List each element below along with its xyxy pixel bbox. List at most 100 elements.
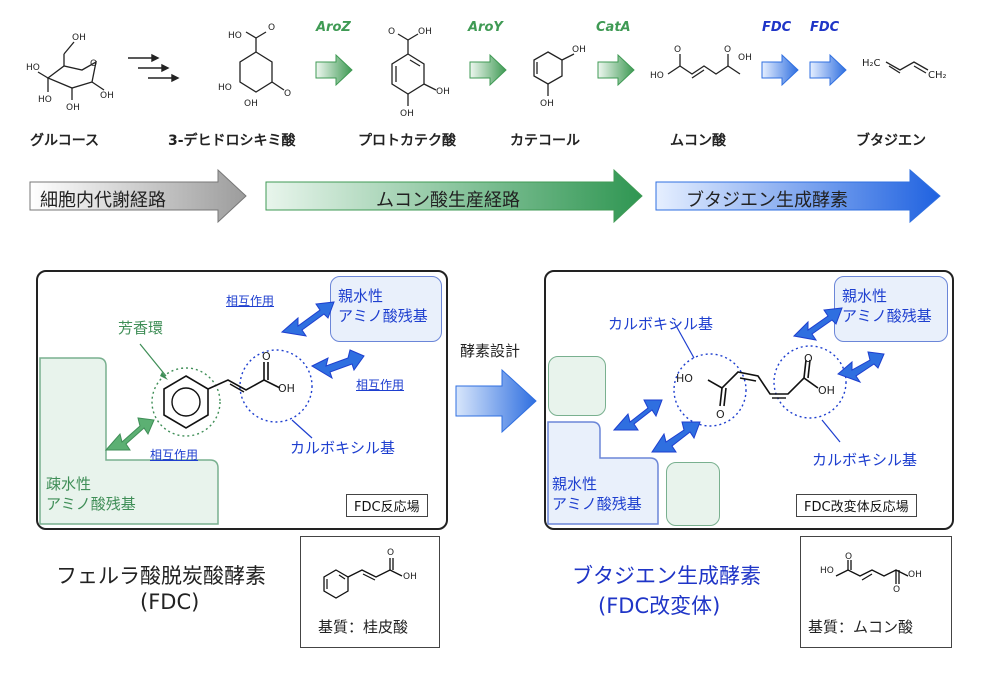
carboxyl-label-right-bottom: カルボキシル基 [812,451,918,469]
hydrophobic-residue-shape [39,357,219,525]
right-green-box-top [548,356,606,416]
muc-o-label: O [674,45,681,55]
cinnamate-oh-label: OH [278,382,295,395]
banner-arrow-metabolic [29,168,247,224]
banner-arrow-muconate [265,168,643,224]
catechol-oh-label-2: OH [540,99,554,109]
carboxyl-label-left: カルボキシル基 [290,439,396,457]
compound-glucose: グルコース [30,133,100,149]
right-hydrophilic-shape [547,421,659,525]
dhs-o-label-2: O [284,89,291,99]
banner-arrow-butadiene [655,168,941,224]
muconate-substrate-structure [835,560,909,584]
design-arrow [455,368,537,434]
enzyme-aroz: AroZ [316,20,351,35]
interaction-label-bottom: 相互作用 [150,448,199,462]
hydrophilic-label-right-1: 親水性 [842,287,888,305]
fdc-site-label: FDC反応場 [346,494,428,517]
hydrophilic-residue-box-right [834,276,948,342]
muconate-o-label-1: O [716,408,725,421]
dhs-ho-label: HO [228,31,242,41]
glucose-oh-label-2: OH [66,103,80,113]
pca-o-label: O [388,27,395,37]
cinnamate-o-label: O [262,350,271,363]
cinnamate-substrate-o: O [387,548,395,558]
glucose-oh-label-3: OH [100,91,114,101]
muconate-substrate-o-1: O [845,552,853,562]
hydrophilic-label-right-bottom-1: 親水性 [552,475,598,493]
fdc-title: フェルラ酸脱炭酸酵素 [56,564,266,588]
muconate-substrate-oh: OH [908,570,922,580]
muconate-substrate-box [800,536,952,648]
cinnamate-substrate-oh: OH [403,572,417,582]
butadiene-ch2-label: CH₂ [928,70,947,81]
design-label: 酵素設計 [460,342,521,360]
muconate-substrate-o-2: O [893,585,901,595]
glucose-o-label: O [90,59,97,69]
enzyme-aroy: AroY [468,20,503,35]
muc-ho-label: HO [650,71,664,81]
right-green-box-bottom [666,462,720,526]
glucose-structure [37,41,105,100]
enzyme-cata: CatA [596,20,631,35]
muconate-o-label-2: O [804,352,813,365]
pathway-structures: OH HO HO OH OH O HO O HO OH O O OH OH OH [26,23,947,119]
carboxyl-label-right-top: カルボキシル基 [608,315,714,333]
interaction-label-mid: 相互作用 [356,378,405,392]
compound-muconate: ムコン酸 [670,133,726,149]
compound-butadiene: ブタジエン [856,133,926,149]
enzyme-fdc-2: FDC [810,20,840,35]
interaction-label-top: 相互作用 [226,294,275,308]
arrow-fdc-1 [761,53,799,87]
multistep-arrows [128,53,180,83]
banner-arrows [29,168,941,224]
compound-catechol: カテコール [510,133,580,149]
hydrophilic-label-right-2: アミノ酸残基 [842,307,932,325]
pca-oh-label-2: OH [436,87,450,97]
dhs-o-label: O [268,23,275,33]
glucose-oh-label: OH [72,33,86,43]
banner-label-metabolic: 細胞内代謝経路 [40,190,166,211]
fdc-subtitle: (FDC) [140,590,200,614]
banner-label-muconate: ムコン酸生産経路 [376,190,520,211]
butadiene-enzyme-title: ブタジエン生成酵素 [572,564,761,588]
butadiene-h2c-label: H₂C [862,58,881,69]
aromatic-ring-label: 芳香環 [118,319,164,337]
catechol-structure [533,51,575,96]
muconate-structure [667,54,741,79]
catechol-oh-label: OH [572,45,586,55]
glucose-ho-label-2: HO [38,95,52,105]
arrow-fdc-2 [809,53,847,87]
glucose-ho-label-1: HO [26,63,40,73]
muconate-oh-label: OH [818,384,835,397]
hydrophilic-residue-box-left [330,276,442,342]
enzyme-fdc-1: FDC [762,20,792,35]
hydrophilic-label-right-bottom-2: アミノ酸残基 [552,495,642,513]
hydrophilic-label-left-2: アミノ酸残基 [338,307,428,325]
hydrophobic-label-2: アミノ酸残基 [46,495,136,513]
dhs-oh-label: OH [244,99,258,109]
hydrophilic-label-left-1: 親水性 [338,287,384,305]
muconate-substrate-label: 基質：ムコン酸 [808,618,914,636]
muconate-substrate-ho: HO [820,566,834,576]
dhs-ho-label-2: HO [218,83,232,93]
muconate-binding-diagram [612,307,885,453]
muconate-ho-label: HO [676,372,693,385]
fdc-variant-site-label: FDC改変体反応場 [796,494,917,517]
compound-protocatechuate: プロトカテク酸 [358,133,456,149]
banner-label-butadiene: ブタジエン生成酵素 [686,190,848,211]
cinnamate-substrate-structure [323,558,403,599]
cinnamate-binding-diagram [104,301,365,451]
muc-oh-label: OH [738,53,752,63]
butadiene-structure [885,61,929,74]
hydrophobic-label-1: 疎水性 [46,475,92,493]
protocatechuate-structure [391,33,437,106]
cinnamate-substrate-box [300,536,440,648]
muc-o-label-2: O [724,45,731,55]
butadiene-enzyme-subtitle: (FDC改変体) [598,594,721,618]
arrow-aroy [469,53,507,87]
arrow-aroz [315,53,353,87]
pca-oh-label: OH [418,27,432,37]
compound-dehydroshikimate: 3-デヒドロシキミ酸 [168,133,296,149]
cinnamate-substrate-label: 基質：桂皮酸 [318,618,409,636]
